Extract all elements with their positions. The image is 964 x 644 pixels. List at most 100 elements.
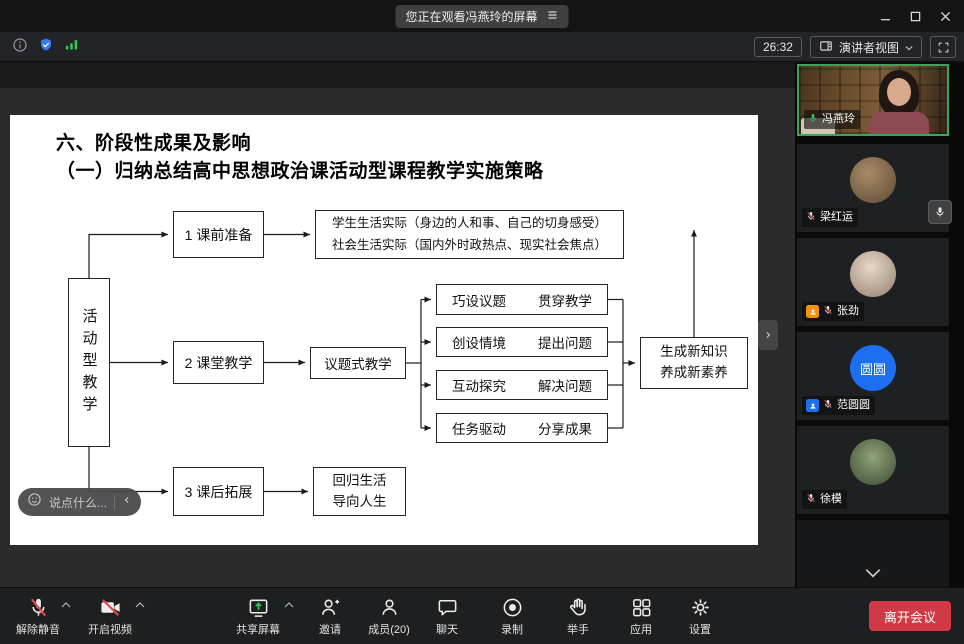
participant-name-label: 范圆圆 bbox=[802, 396, 875, 415]
chevron-down-icon bbox=[905, 40, 913, 54]
flow-box-stage3: 3 课后拓展 bbox=[173, 467, 264, 516]
mic-muted-icon bbox=[823, 304, 833, 319]
chat-button[interactable]: 聊天 bbox=[415, 595, 479, 637]
unmute-button[interactable]: 解除静音 bbox=[6, 595, 70, 637]
participant-tile-zhangjin[interactable]: 张劲 bbox=[797, 238, 949, 326]
sidebar-collapse-handle[interactable] bbox=[758, 320, 778, 350]
result-line2: 养成新素养 bbox=[660, 365, 728, 380]
host-badge-icon bbox=[806, 305, 819, 318]
view-mode-label: 演讲者视图 bbox=[838, 40, 899, 55]
chat-bubble-icon bbox=[435, 595, 459, 619]
share-screen-button[interactable]: 共享屏幕 bbox=[226, 595, 290, 637]
participant-name-label: 梁红运 bbox=[802, 208, 858, 227]
participant-tile-more[interactable] bbox=[797, 520, 949, 587]
return-line1: 回归生活 bbox=[332, 472, 387, 488]
method4-right: 分享成果 bbox=[538, 422, 592, 437]
settings-label: 设置 bbox=[689, 624, 711, 636]
gear-icon bbox=[688, 595, 712, 619]
mic-options-caret[interactable] bbox=[60, 601, 72, 609]
scroll-down-chevron-icon[interactable] bbox=[863, 567, 883, 579]
window-controls bbox=[870, 3, 960, 29]
invite-label: 邀请 bbox=[319, 624, 341, 636]
flow-box-stage2: 2 课堂教学 bbox=[173, 341, 264, 384]
unmute-label: 解除静音 bbox=[16, 624, 60, 636]
meeting-status-bar: 26:32 演讲者视图 bbox=[0, 32, 964, 62]
share-screen-icon bbox=[246, 595, 270, 619]
life-line2: 社会生活实际（国内外时政热点、现实社会焦点） bbox=[331, 237, 607, 252]
return-line2: 导向人生 bbox=[332, 493, 387, 509]
video-options-caret[interactable] bbox=[134, 601, 146, 609]
status-left-icons bbox=[12, 32, 79, 62]
record-button[interactable]: 录制 bbox=[480, 595, 544, 637]
chat-label: 聊天 bbox=[436, 624, 458, 636]
apps-label: 应用 bbox=[630, 624, 652, 636]
members-label: 成员(20) bbox=[368, 624, 410, 636]
video-person-face bbox=[887, 78, 911, 106]
mic-off-icon bbox=[26, 595, 50, 619]
flow-box-topic-teaching: 议题式教学 bbox=[310, 347, 406, 379]
method1-left: 巧设议题 bbox=[452, 293, 506, 309]
flow-box-method3: 互动探究 解决问题 bbox=[436, 370, 608, 400]
leave-meeting-button[interactable]: 离开会议 bbox=[868, 601, 951, 631]
video-person-body bbox=[869, 112, 929, 134]
chevron-left-icon[interactable] bbox=[122, 493, 132, 511]
participant-name-label: 冯燕玲 bbox=[804, 110, 860, 129]
menu-icon[interactable] bbox=[547, 9, 559, 24]
maximize-button[interactable] bbox=[900, 3, 930, 29]
participant-tile-xumo[interactable]: 徐模 bbox=[797, 426, 949, 514]
participant-name: 梁红运 bbox=[820, 211, 853, 223]
members-button[interactable]: 成员(20) bbox=[357, 595, 421, 637]
raise-hand-button[interactable]: 举手 bbox=[546, 595, 610, 637]
mic-on-icon bbox=[808, 112, 818, 127]
life-line1: 学生生活实际（身边的人和事、自己的切身感受） bbox=[331, 216, 607, 231]
shared-screen-area: 六、阶段性成果及影响 （一）归纳总结高中思想政治课活动型课程教学实施策略 bbox=[0, 62, 795, 587]
avatar bbox=[850, 439, 896, 485]
minimize-button[interactable] bbox=[870, 3, 900, 29]
chat-quick-input[interactable]: 说点什么... bbox=[18, 488, 142, 516]
title-bar: 您正在观看冯燕玲的屏幕 bbox=[0, 0, 964, 32]
floating-mute-button[interactable] bbox=[928, 200, 952, 224]
emoji-icon[interactable] bbox=[27, 492, 42, 512]
security-shield-icon[interactable] bbox=[38, 37, 54, 58]
participant-tile-fengyanling[interactable]: 冯燕玲 bbox=[797, 64, 949, 136]
method2-left: 创设情境 bbox=[452, 336, 506, 351]
participant-tile-fanyuanyuan[interactable]: 圆圆 范圆圆 bbox=[797, 332, 949, 420]
participant-name: 冯燕玲 bbox=[822, 113, 855, 125]
slide-title-line1: 六、阶段性成果及影响 bbox=[56, 133, 252, 154]
flow-box-activity-teaching: 活动型教学 bbox=[68, 278, 110, 447]
share-options-caret[interactable] bbox=[283, 601, 295, 609]
method4-left: 任务驱动 bbox=[452, 422, 506, 437]
meeting-toolbar: 解除静音 开启视频 共享屏幕 邀请 bbox=[0, 587, 964, 644]
start-video-button[interactable]: 开启视频 bbox=[78, 595, 142, 637]
flow-box-result: 生成新知识 养成新素养 bbox=[640, 337, 748, 389]
avatar-initials: 圆圆 bbox=[850, 345, 896, 391]
apps-button[interactable]: 应用 bbox=[609, 595, 673, 637]
method3-right: 解决问题 bbox=[538, 379, 592, 394]
method1-right: 贯穿教学 bbox=[538, 293, 592, 309]
invite-button[interactable]: 邀请 bbox=[298, 595, 362, 637]
camera-off-icon bbox=[98, 595, 122, 619]
view-mode-button[interactable]: 演讲者视图 bbox=[809, 36, 922, 58]
slide-title-line2: （一）归纳总结高中思想政治课活动型课程教学实施策略 bbox=[56, 161, 544, 182]
participant-tile-lianghongyun[interactable]: 梁红运 bbox=[797, 144, 949, 232]
info-icon[interactable] bbox=[12, 37, 28, 58]
raise-hand-label: 举手 bbox=[567, 624, 589, 636]
network-signal-icon[interactable] bbox=[64, 37, 79, 57]
presentation-slide: 六、阶段性成果及影响 （一）归纳总结高中思想政治课活动型课程教学实施策略 bbox=[10, 115, 758, 545]
close-button[interactable] bbox=[930, 3, 960, 29]
invite-person-icon bbox=[318, 595, 342, 619]
fullscreen-button[interactable] bbox=[930, 36, 956, 58]
participant-name: 范圆圆 bbox=[837, 399, 870, 411]
method3-left: 互动探究 bbox=[452, 379, 506, 394]
mic-muted-icon bbox=[806, 492, 816, 507]
status-right-controls: 26:32 演讲者视图 bbox=[753, 32, 956, 62]
members-icon bbox=[377, 595, 401, 619]
mic-muted-icon bbox=[806, 210, 816, 225]
flow-box-method2: 创设情境 提出问题 bbox=[436, 327, 608, 357]
chat-input-placeholder[interactable]: 说点什么... bbox=[49, 495, 108, 510]
settings-button[interactable]: 设置 bbox=[668, 595, 732, 637]
record-icon bbox=[500, 595, 524, 619]
flow-box-method1: 巧设议题 贯穿教学 bbox=[436, 284, 608, 315]
watching-banner[interactable]: 您正在观看冯燕玲的屏幕 bbox=[395, 5, 569, 28]
